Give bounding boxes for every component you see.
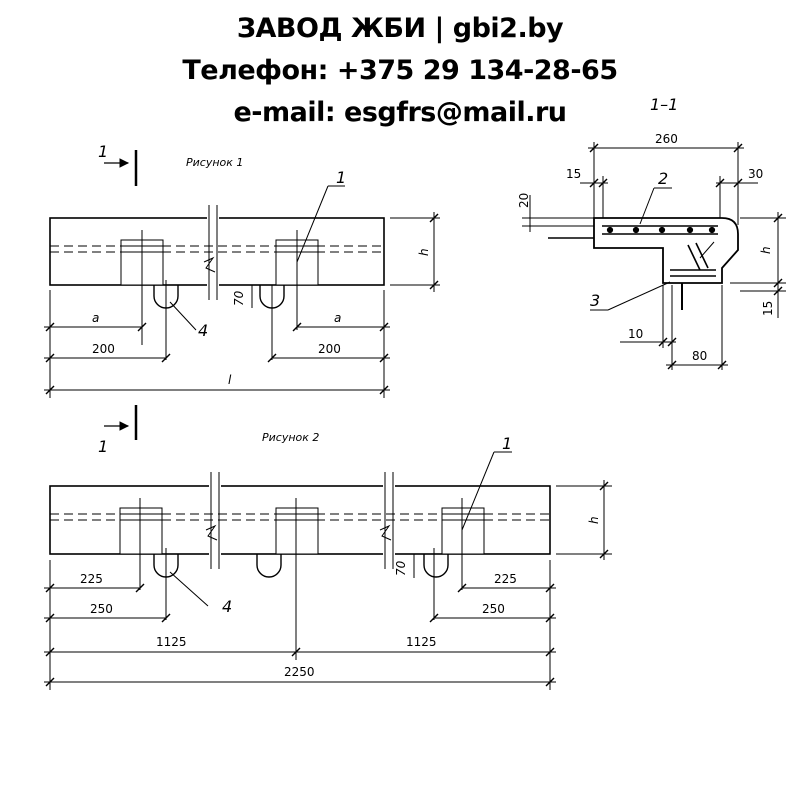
section-dim-10: 10 <box>628 327 643 341</box>
fig1-section-mark: 1 <box>98 142 108 161</box>
fig2-callout-1: 1 <box>502 434 512 453</box>
fig2-callout-4: 4 <box>222 597 232 616</box>
fig2-dim-h: h <box>587 516 601 524</box>
fig1-callout-1: 1 <box>336 168 346 187</box>
fig2-dim-250-left: 250 <box>90 602 113 616</box>
header-line-phone: Телефон: +375 29 134-28-65 <box>182 55 618 86</box>
section-callout-2: 2 <box>658 169 668 188</box>
fig1-dim-a-left: a <box>92 311 99 325</box>
section-dim-30: 30 <box>748 167 763 181</box>
fig2-dim-2250: 2250 <box>284 665 315 679</box>
section-1-1: 1–1 260 15 30 20 <box>517 95 786 370</box>
fig1-dim-70: 70 <box>232 290 246 306</box>
section-dim-15-top: 15 <box>566 167 581 181</box>
fig1-callout-4: 4 <box>198 321 208 340</box>
fig2-dim-1125-left: 1125 <box>156 635 187 649</box>
fig1-dim-200-right: 200 <box>318 342 341 356</box>
section-callout-3: 3 <box>590 291 600 310</box>
section-dim-260: 260 <box>655 132 678 146</box>
header-line-email: e-mail: esgfrs@mail.ru <box>233 97 567 128</box>
section-title: 1–1 <box>650 95 678 114</box>
section-dim-80: 80 <box>692 349 707 363</box>
fig1-dim-h: h <box>417 248 431 256</box>
fig1-dim-a-right: a <box>334 311 341 325</box>
fig2-dim-225-right: 225 <box>494 572 517 586</box>
header-line-title: ЗАВОД ЖБИ | gbi2.by <box>236 13 564 44</box>
fig1-dim-200-left: 200 <box>92 342 115 356</box>
fig2-caption: Рисунок 2 <box>262 431 319 444</box>
figure-1: 1 Рисунок 1 1 4 70 <box>44 142 440 398</box>
fig1-dim-l: l <box>228 373 232 387</box>
header: ЗАВОД ЖБИ | gbi2.by Телефон: +375 29 134… <box>0 8 800 134</box>
fig2-dim-250-right: 250 <box>482 602 505 616</box>
fig2-dim-225-left: 225 <box>80 572 103 586</box>
section-dim-h: h <box>759 246 773 254</box>
section-dim-20: 20 <box>517 193 531 208</box>
fig2-section-mark: 1 <box>98 437 108 456</box>
section-dim-15-right: 15 <box>761 301 775 316</box>
fig2-dim-70: 70 <box>394 560 408 576</box>
fig2-dim-1125-right: 1125 <box>406 635 437 649</box>
fig1-caption: Рисунок 1 <box>186 156 243 169</box>
figure-2: 1 Рисунок 2 1 4 <box>44 405 612 690</box>
